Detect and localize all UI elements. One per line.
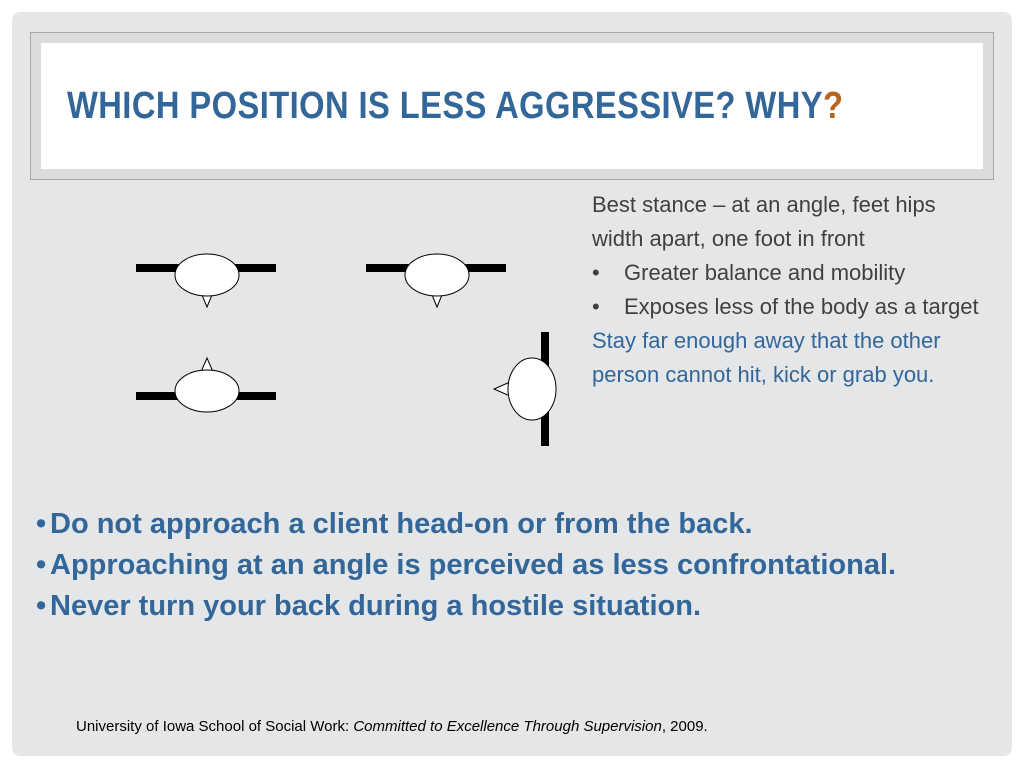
- stance-figure-facing-down-right: [366, 253, 506, 309]
- stance-notes: Best stance – at an angle, feet hips wid…: [592, 188, 992, 392]
- citation-year: , 2009.: [661, 718, 708, 735]
- head-ellipse: [174, 253, 240, 297]
- main-bullet-list: Do not approach a client head-on or from…: [36, 504, 996, 627]
- stance-figure-facing-left: [492, 332, 557, 446]
- list-item: Never turn your back during a hostile si…: [36, 586, 996, 627]
- list-item: Do not approach a client head-on or from…: [36, 504, 996, 545]
- list-item: Exposes less of the body as a target: [592, 290, 992, 324]
- title-question-mark: ?: [822, 85, 844, 127]
- head-ellipse: [174, 369, 240, 413]
- citation-source: University of Iowa School of Social Work…: [76, 718, 354, 735]
- slide: WHICH POSITION IS LESS AGGRESSIVE? WHY?: [12, 12, 1012, 756]
- stance-figure-facing-up: [136, 356, 276, 413]
- title-text: WHICH POSITION IS LESS AGGRESSIVE? WHY: [67, 85, 823, 127]
- stance-figure-facing-down-left: [136, 253, 276, 309]
- head-ellipse: [507, 357, 557, 421]
- stance-intro: Best stance – at an angle, feet hips wid…: [592, 192, 936, 251]
- title-frame: WHICH POSITION IS LESS AGGRESSIVE? WHY?: [30, 32, 994, 180]
- list-item: Greater balance and mobility: [592, 256, 992, 290]
- list-item: Approaching at an angle is perceived as …: [36, 545, 996, 586]
- citation-title: Committed to Excellence Through Supervis…: [353, 718, 662, 735]
- stance-diagram: [136, 253, 557, 446]
- citation-footer: University of Iowa School of Social Work…: [76, 718, 708, 735]
- slide-title: WHICH POSITION IS LESS AGGRESSIVE? WHY?: [67, 85, 843, 128]
- title-panel: WHICH POSITION IS LESS AGGRESSIVE? WHY?: [41, 43, 983, 169]
- head-ellipse: [404, 253, 470, 297]
- distance-note: Stay far enough away that the other pers…: [592, 328, 941, 387]
- stance-benefits-list: Greater balance and mobility Exposes les…: [592, 256, 992, 324]
